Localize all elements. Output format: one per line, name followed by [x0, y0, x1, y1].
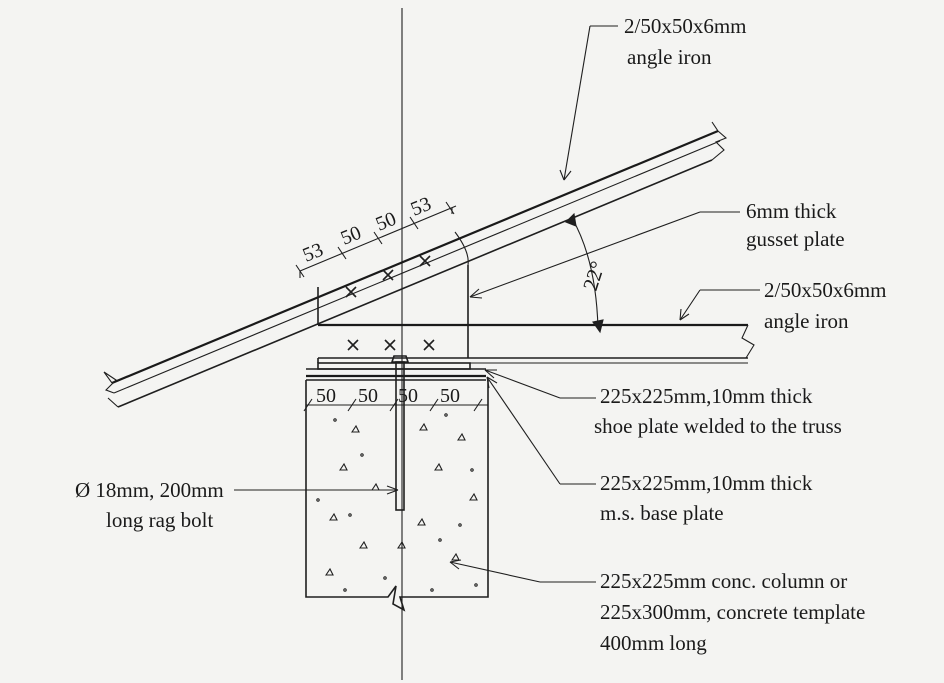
concrete-column: [305, 380, 489, 612]
gusset-bolt-crosses: [345, 255, 435, 351]
base-dim-2: 50: [358, 385, 378, 407]
concrete-speckle: [316, 413, 478, 592]
gusset-label-line2: gusset plate: [746, 227, 845, 251]
top-angle-label-line2: angle iron: [627, 45, 712, 69]
rag-bolt: [390, 355, 410, 511]
angle-label: 22°: [578, 258, 610, 293]
rafter-angle-iron: [103, 121, 728, 408]
column-label-line3: 400mm long: [600, 631, 707, 655]
leader-lines: [234, 25, 760, 583]
base-plate-label-line2: m.s. base plate: [600, 501, 724, 525]
column-label-line1: 225x225mm conc. column or: [600, 569, 847, 593]
angle-indicator: [454, 212, 604, 334]
shoe-plate-label-line2: shoe plate welded to the truss: [594, 414, 842, 438]
column-label-line2: 225x300mm, concrete template: [600, 600, 865, 624]
tie-angle-iron: [318, 323, 755, 364]
base-dimension-line: [303, 398, 488, 412]
base-plate-label-line1: 225x225mm,10mm thick: [600, 471, 813, 495]
gusset-plate: [317, 265, 469, 363]
rafter-dimension-line: [295, 201, 457, 278]
rag-bolt-label-line1: Ø 18mm, 200mm: [75, 478, 224, 502]
base-dim-4: 50: [440, 385, 460, 407]
tie-angle-label-line2: angle iron: [764, 309, 849, 333]
rafter-dim-1: 53: [300, 239, 327, 267]
top-angle-label-line1: 2/50x50x6mm: [624, 14, 747, 38]
base-dim-1: 50: [316, 385, 336, 407]
base-dim-3: 50: [398, 385, 418, 407]
gusset-label-line1: 6mm thick: [746, 199, 837, 223]
shoe-plate-label-line1: 225x225mm,10mm thick: [600, 384, 813, 408]
tie-angle-label-line1: 2/50x50x6mm: [764, 278, 887, 302]
rag-bolt-label-line2: long rag bolt: [106, 508, 213, 532]
